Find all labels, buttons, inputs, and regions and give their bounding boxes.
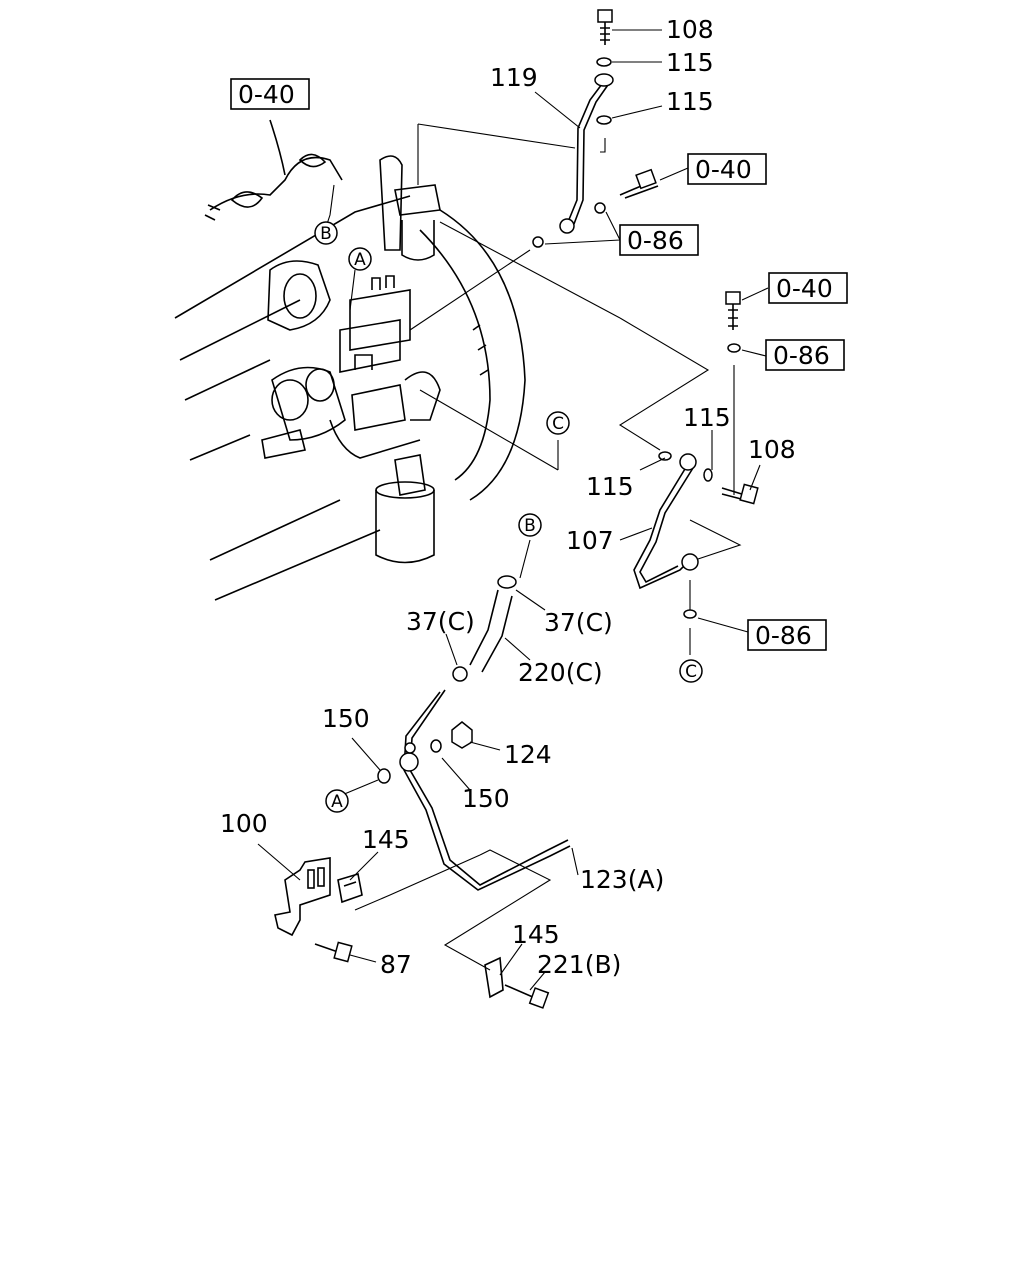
clip-145-lower <box>484 956 504 999</box>
washer-right-upper <box>727 343 741 353</box>
bolt-108-right <box>721 483 759 505</box>
bolt-221 <box>504 984 550 1009</box>
pipe-123-drawing <box>399 689 571 891</box>
connector-c-upper: C <box>546 411 570 435</box>
callout-100: 100 <box>220 809 268 838</box>
callout-115-left: 115 <box>586 472 634 501</box>
callout-115-second: 115 <box>666 87 714 116</box>
callout-108-right: 108 <box>748 435 796 464</box>
ref-box-0-40-topleft: 0-40 <box>230 78 310 110</box>
connector-b-lower: B <box>518 513 542 537</box>
washer-upper-right <box>594 202 606 214</box>
bolt-side-upper <box>619 168 659 199</box>
washer-150-right <box>430 739 442 753</box>
callout-115-right: 115 <box>683 403 731 432</box>
callout-107: 107 <box>566 526 614 555</box>
washer-115-second <box>596 115 612 125</box>
washer-upper-left <box>532 236 544 248</box>
callout-leaders <box>257 29 769 991</box>
ref-label: 0-86 <box>773 341 830 370</box>
bolt-right-upper <box>725 291 741 330</box>
callout-124: 124 <box>504 740 552 769</box>
connector-letter: A <box>331 792 343 812</box>
ref-box-0-86-upper: 0-86 <box>619 224 699 256</box>
hose-220-drawing <box>452 575 517 682</box>
ref-label: 0-86 <box>755 621 812 650</box>
bracket-100-drawing <box>274 857 353 963</box>
callout-108-top: 108 <box>666 15 714 44</box>
pipe-107-drawing <box>633 451 713 619</box>
clip-145-upper <box>337 872 363 904</box>
callout-150-right: 150 <box>462 784 510 813</box>
callout-119: 119 <box>490 63 538 92</box>
callout-123a: 123(A) <box>580 865 664 894</box>
nut-124 <box>451 721 473 749</box>
callout-221b: 221(B) <box>537 950 621 979</box>
ref-label: 0-40 <box>776 274 833 303</box>
ref-label: 0-40 <box>238 80 295 109</box>
callout-145-lower: 145 <box>512 920 560 949</box>
ref-box-0-86-lower: 0-86 <box>747 619 827 651</box>
callout-145-upper: 145 <box>362 825 410 854</box>
engine-block-drawing <box>174 119 526 601</box>
connector-letter: B <box>320 224 332 244</box>
connector-letter: C <box>685 662 697 682</box>
ref-label: 0-86 <box>627 226 684 255</box>
ref-box-0-40-upper: 0-40 <box>687 153 767 185</box>
connector-letter: B <box>524 516 536 536</box>
callout-87: 87 <box>380 950 412 979</box>
callout-115-top: 115 <box>666 48 714 77</box>
ref-box-0-40-right: 0-40 <box>768 272 848 304</box>
callout-150-left: 150 <box>322 704 370 733</box>
connector-b-upper: B <box>314 221 338 245</box>
washer-115-top <box>596 57 612 67</box>
callout-220c: 220(C) <box>518 658 603 687</box>
bolt-108-top <box>597 9 613 45</box>
ref-box-0-86-right: 0-86 <box>765 339 845 371</box>
connector-letter: C <box>552 414 564 434</box>
washer-150-left <box>377 768 391 784</box>
callout-37c-left: 37(C) <box>406 607 475 636</box>
guide-lines <box>324 123 742 971</box>
connector-a-upper: A <box>348 247 372 271</box>
pipe-119-drawing <box>559 73 614 234</box>
connector-a-lower: A <box>325 789 349 813</box>
callout-37c-right: 37(C) <box>544 608 613 637</box>
ref-label: 0-40 <box>695 155 752 184</box>
connector-c-lower: C <box>679 659 703 683</box>
connector-letter: A <box>354 250 366 270</box>
